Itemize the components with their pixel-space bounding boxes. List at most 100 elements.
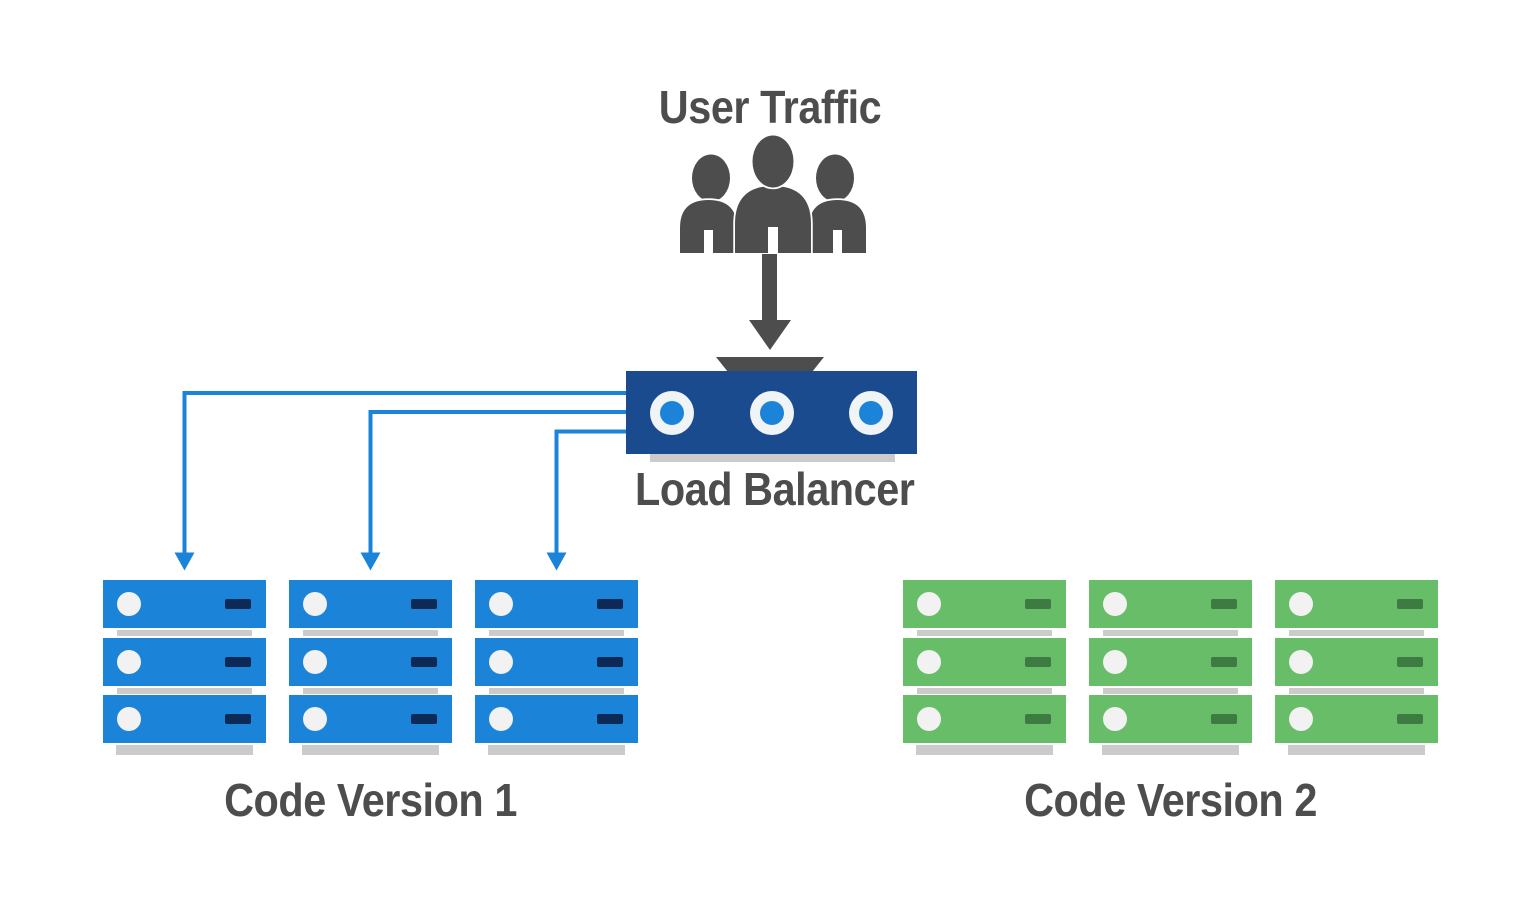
unit-shadow xyxy=(1103,687,1238,694)
port-dot-icon xyxy=(859,400,883,425)
port-dot-icon xyxy=(660,400,684,425)
load-balancer-shadow xyxy=(650,454,895,462)
server-vent-icon xyxy=(1025,656,1051,667)
unit-shadow xyxy=(1103,630,1238,636)
unit-shadow xyxy=(917,630,1052,636)
server-vent-icon xyxy=(1211,599,1237,609)
server-vent-icon xyxy=(1025,714,1051,724)
load-balancer xyxy=(626,371,917,454)
server-stack xyxy=(1275,580,1438,755)
server-led-icon xyxy=(1103,707,1127,731)
server-led-icon xyxy=(489,707,513,731)
server-unit xyxy=(289,695,452,743)
server-vent-icon xyxy=(1211,714,1237,724)
unit-shadow xyxy=(1289,630,1424,636)
server-vent-icon xyxy=(597,599,623,609)
person-center-head-icon xyxy=(750,133,796,190)
server-led-icon xyxy=(917,649,941,674)
server-vent-icon xyxy=(225,656,251,667)
server-led-icon xyxy=(117,707,141,731)
server-vent-icon xyxy=(225,714,251,724)
connector-line xyxy=(182,391,626,555)
port-icon xyxy=(650,390,694,435)
down-arrow-shaft-icon xyxy=(762,254,777,322)
server-vent-icon xyxy=(1397,656,1423,667)
server-unit xyxy=(103,637,266,686)
server-led-icon xyxy=(489,649,513,674)
unit-shadow xyxy=(1289,687,1424,694)
connector-arrowhead-icon xyxy=(546,552,567,571)
down-arrow-head-icon xyxy=(749,320,791,350)
stack-shadow xyxy=(1288,745,1425,755)
server-vent-icon xyxy=(1397,599,1423,609)
person-left-body-icon xyxy=(678,198,739,255)
server-unit xyxy=(1275,695,1438,743)
server-vent-icon xyxy=(1397,714,1423,724)
stack-shadow xyxy=(488,745,625,755)
server-unit xyxy=(475,580,638,628)
person-right-body-icon xyxy=(807,198,868,255)
server-vent-icon xyxy=(411,656,437,667)
stack-shadow xyxy=(116,745,253,755)
server-unit xyxy=(1089,580,1252,628)
server-led-icon xyxy=(917,592,941,616)
person-center-body-icon xyxy=(733,184,813,255)
unit-shadow xyxy=(303,630,438,636)
server-unit xyxy=(103,695,266,743)
connector-line xyxy=(554,429,626,555)
server-led-icon xyxy=(1103,649,1127,674)
server-unit xyxy=(475,637,638,686)
server-led-icon xyxy=(917,707,941,731)
server-led-icon xyxy=(489,592,513,616)
server-unit xyxy=(1275,580,1438,628)
unit-shadow xyxy=(917,687,1052,694)
server-led-icon xyxy=(1103,592,1127,616)
cluster-2-label: Code Version 2 xyxy=(1024,774,1317,826)
unit-shadow xyxy=(303,687,438,694)
user-traffic-title: User Traffic xyxy=(658,81,882,133)
server-stack xyxy=(289,580,452,755)
port-dot-icon xyxy=(759,400,784,425)
server-stack xyxy=(903,580,1066,755)
server-led-icon xyxy=(1289,707,1313,731)
unit-shadow xyxy=(117,687,252,694)
server-unit xyxy=(1089,695,1252,743)
server-led-icon xyxy=(117,592,141,616)
server-vent-icon xyxy=(411,599,437,609)
server-stack xyxy=(1089,580,1252,755)
server-led-icon xyxy=(303,592,327,616)
cluster-code-version-2 xyxy=(903,580,1438,755)
server-unit xyxy=(903,695,1066,743)
load-balancer-label: Load Balancer xyxy=(635,463,915,515)
server-led-icon xyxy=(303,649,327,674)
server-vent-icon xyxy=(597,656,623,667)
connector-arrowhead-icon xyxy=(360,552,381,571)
server-vent-icon xyxy=(1211,656,1237,667)
server-led-icon xyxy=(117,649,141,674)
port-icon xyxy=(849,390,893,435)
unit-shadow xyxy=(489,687,624,694)
funnel-icon xyxy=(716,357,824,372)
server-vent-icon xyxy=(225,599,251,609)
server-unit xyxy=(475,695,638,743)
stack-shadow xyxy=(1102,745,1239,755)
server-vent-icon xyxy=(411,714,437,724)
unit-shadow xyxy=(117,630,252,636)
server-unit xyxy=(289,637,452,686)
server-unit xyxy=(1089,637,1252,686)
cluster-code-version-1 xyxy=(103,580,638,755)
connector-group xyxy=(174,391,626,571)
server-vent-icon xyxy=(597,714,623,724)
server-stack xyxy=(103,580,266,755)
unit-shadow xyxy=(489,630,624,636)
server-unit xyxy=(103,580,266,628)
server-unit xyxy=(1275,637,1438,686)
stack-shadow xyxy=(302,745,439,755)
port-icon xyxy=(749,390,794,435)
stack-shadow xyxy=(916,745,1053,755)
server-unit xyxy=(903,580,1066,628)
server-unit xyxy=(289,580,452,628)
connector-arrowhead-icon xyxy=(174,552,195,571)
server-led-icon xyxy=(1289,592,1313,616)
